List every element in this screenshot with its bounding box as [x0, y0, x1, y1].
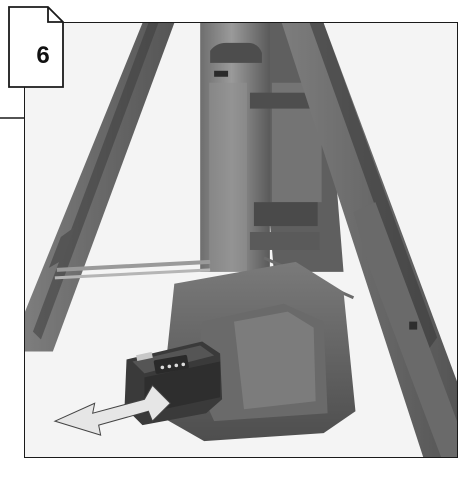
double-arrow-icon [53, 384, 172, 436]
step-page-icon [8, 6, 64, 88]
step-number: 6 [36, 42, 50, 69]
tripod-battery-removal-illustration [25, 23, 457, 457]
right-leg [281, 23, 457, 457]
illustration-frame [24, 22, 458, 458]
center-mast [200, 23, 324, 272]
